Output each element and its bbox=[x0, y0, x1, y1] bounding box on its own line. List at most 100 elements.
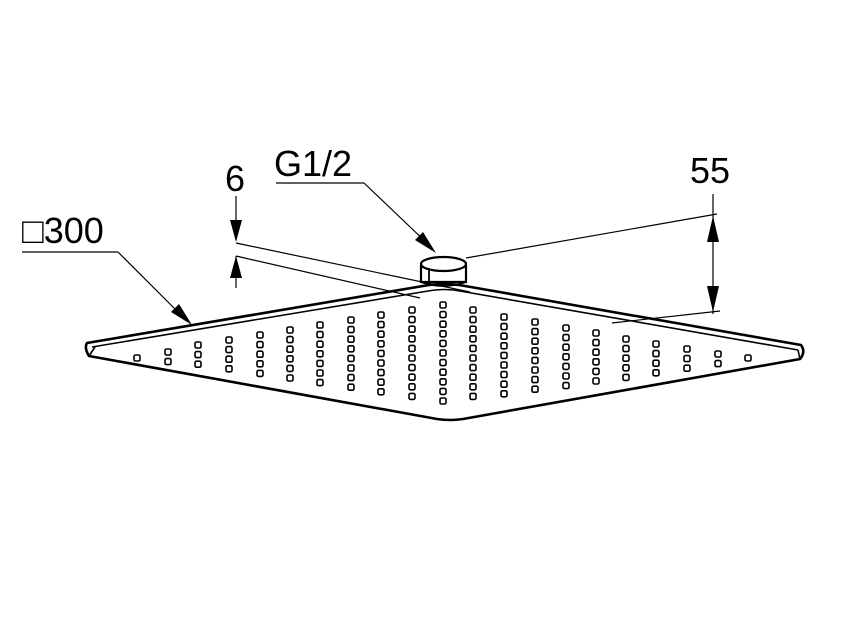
nozzle bbox=[408, 373, 416, 382]
nozzle bbox=[316, 340, 324, 349]
nozzle bbox=[286, 335, 294, 344]
shower-plate bbox=[84, 282, 805, 422]
nozzle bbox=[439, 339, 447, 348]
nozzle bbox=[377, 359, 385, 367]
nozzle bbox=[531, 318, 539, 326]
nozzle bbox=[469, 344, 477, 353]
nozzle bbox=[225, 336, 233, 344]
nozzle bbox=[531, 327, 539, 336]
nozzle bbox=[377, 368, 385, 377]
nozzle bbox=[500, 370, 508, 379]
nozzle bbox=[286, 345, 294, 354]
nozzle bbox=[469, 325, 477, 334]
nozzle bbox=[347, 316, 355, 324]
nozzle bbox=[500, 322, 508, 331]
nozzle bbox=[286, 374, 294, 382]
nozzle bbox=[562, 343, 570, 352]
nozzle bbox=[347, 325, 355, 334]
thickness-dimension-label: 6 bbox=[225, 158, 245, 199]
nozzle bbox=[377, 311, 385, 319]
nozzle bbox=[439, 387, 447, 396]
nozzle bbox=[500, 351, 508, 360]
nozzle bbox=[377, 320, 385, 329]
nozzle bbox=[652, 359, 660, 368]
nozzle bbox=[256, 350, 264, 359]
nozzle bbox=[286, 354, 294, 363]
nozzle bbox=[439, 310, 447, 319]
nozzle bbox=[164, 348, 172, 356]
nozzle bbox=[347, 354, 355, 363]
nozzle bbox=[592, 377, 600, 385]
nozzle bbox=[592, 348, 600, 357]
nozzle bbox=[469, 315, 477, 324]
nozzle bbox=[622, 354, 630, 363]
nozzle bbox=[744, 354, 752, 362]
nozzle bbox=[469, 392, 477, 401]
nozzle bbox=[377, 330, 385, 339]
nozzle bbox=[225, 355, 233, 364]
nozzle bbox=[562, 333, 570, 342]
size-dimension-label: □300 bbox=[22, 210, 104, 251]
nozzle bbox=[377, 339, 385, 348]
nozzle bbox=[316, 369, 324, 377]
nozzle bbox=[377, 378, 385, 387]
thickness-arrow-bottom bbox=[230, 256, 242, 278]
nozzle bbox=[439, 397, 447, 405]
nozzle bbox=[469, 382, 477, 391]
size-arrowhead bbox=[171, 304, 192, 325]
nozzle bbox=[500, 380, 508, 389]
nozzle bbox=[286, 326, 294, 334]
nozzle bbox=[562, 352, 570, 361]
nozzle bbox=[652, 340, 660, 348]
nozzle bbox=[469, 306, 477, 314]
nozzle bbox=[439, 349, 447, 357]
nozzle bbox=[500, 389, 508, 398]
nozzle bbox=[592, 367, 600, 376]
connector-nipple bbox=[419, 255, 468, 287]
thread-arrowhead bbox=[415, 232, 436, 253]
thickness-arrow-top bbox=[230, 220, 242, 242]
nozzle bbox=[439, 320, 447, 329]
nozzle bbox=[256, 369, 264, 378]
nozzle bbox=[377, 349, 385, 358]
nozzle bbox=[531, 346, 539, 355]
nozzle bbox=[652, 349, 660, 358]
nozzle bbox=[408, 344, 416, 353]
size-leader bbox=[22, 251, 192, 325]
nozzle bbox=[622, 335, 630, 343]
nozzle bbox=[256, 331, 264, 339]
height-dimension bbox=[465, 194, 721, 324]
nozzle bbox=[622, 373, 630, 382]
nozzle bbox=[562, 381, 570, 390]
nozzle bbox=[133, 354, 141, 362]
nozzle bbox=[286, 364, 294, 373]
nozzle bbox=[500, 361, 508, 369]
nozzle bbox=[683, 345, 691, 353]
nozzle bbox=[439, 358, 447, 367]
nozzle bbox=[562, 372, 570, 380]
nozzle bbox=[500, 341, 508, 350]
nozzle bbox=[164, 357, 172, 366]
nozzle bbox=[408, 315, 416, 324]
nozzle bbox=[714, 359, 722, 368]
nozzle bbox=[194, 350, 202, 359]
nozzle bbox=[256, 359, 264, 368]
nozzle bbox=[408, 334, 416, 343]
nozzle bbox=[377, 387, 385, 396]
nozzle bbox=[531, 385, 539, 394]
nozzle bbox=[531, 366, 539, 374]
nozzle bbox=[622, 344, 630, 353]
nozzle bbox=[316, 330, 324, 339]
nozzle bbox=[347, 364, 355, 372]
nozzle bbox=[439, 377, 447, 386]
nozzle bbox=[408, 392, 416, 401]
nozzle bbox=[439, 329, 447, 338]
nozzle-array bbox=[133, 301, 752, 405]
nozzle bbox=[194, 360, 202, 369]
nozzle bbox=[562, 324, 570, 332]
nozzle bbox=[683, 354, 691, 363]
nozzle bbox=[194, 341, 202, 349]
nozzle bbox=[408, 382, 416, 391]
height-dimension-label: 55 bbox=[690, 150, 730, 191]
nozzle bbox=[592, 357, 600, 366]
